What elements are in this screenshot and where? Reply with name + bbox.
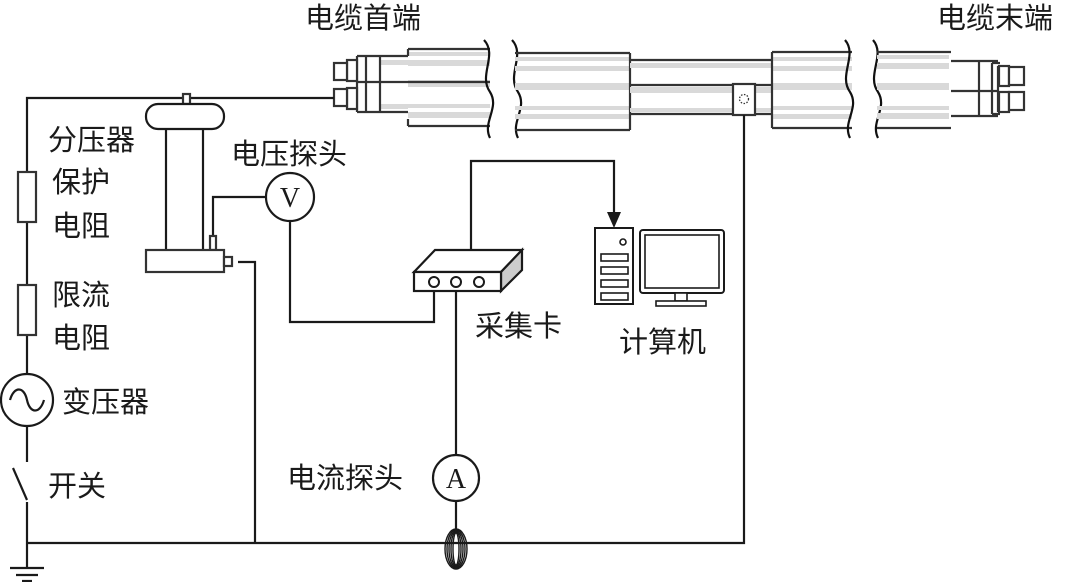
label-transformer: 变压器: [62, 385, 149, 419]
switch-icon: [11, 462, 34, 502]
label-cable-head: 电缆首端: [305, 1, 421, 35]
cable-sensor-box: [731, 82, 757, 117]
divider-lv-terminal-icon: [208, 234, 218, 252]
arrow-icon: [607, 212, 621, 228]
wire-divider-to-vprobe: [211, 195, 266, 235]
voltmeter-symbol: V: [280, 183, 300, 214]
label-voltage-probe: 电压探头: [231, 137, 347, 171]
wire-vprobe-to-daq: [288, 220, 436, 324]
label-cable-end: 电缆末端: [937, 1, 1053, 35]
cable-mid-section-right: [770, 50, 852, 130]
cable-end-termination: [951, 59, 1026, 118]
daq-port-2-icon: [450, 276, 462, 288]
ground-icon: [10, 566, 44, 582]
label-protective-resistor-1: 保护: [52, 165, 110, 199]
transformer-icon: [0, 372, 55, 428]
sensor-coil-icon: [738, 93, 750, 105]
current-coil-icon: [444, 528, 468, 570]
label-current-probe: 电流探头: [287, 461, 403, 495]
wire-daq-to-computer: [469, 159, 616, 251]
cable-head-termination: [332, 54, 408, 114]
daq-card-icon: [411, 247, 525, 294]
cable-head-section: [406, 47, 490, 128]
protective-resistor-icon: [16, 170, 38, 224]
label-daq-card: 采集卡: [475, 309, 562, 343]
cable-break-left-2: [844, 39, 855, 139]
cable-break-left: [483, 39, 495, 139]
label-computer: 计算机: [619, 325, 706, 359]
daq-port-3-icon: [473, 276, 485, 288]
current-limiting-resistor-icon: [16, 283, 38, 337]
ammeter-symbol: A: [446, 464, 467, 495]
label-limiting-resistor-2: 电阻: [52, 321, 110, 355]
cable: [332, 39, 1026, 139]
label-limiting-resistor-1: 限流: [52, 278, 110, 312]
daq-port-1-icon: [428, 276, 440, 288]
divider-output-terminal-icon: [222, 255, 234, 268]
voltmeter-icon: V: [264, 171, 316, 223]
label-switch: 开关: [48, 469, 106, 503]
computer-icon: [594, 227, 725, 307]
divider-base-icon: [144, 248, 226, 274]
voltage-divider: [144, 92, 234, 274]
cable-end-section: [877, 50, 951, 130]
label-divider: 分压器: [48, 123, 135, 157]
cable-break-right-2: [872, 39, 883, 139]
wire-divider-ground: [238, 260, 257, 543]
divider-grading-ring-icon: [144, 102, 226, 131]
wire-ground-bus: [27, 115, 746, 545]
ammeter-icon: A: [431, 453, 481, 503]
cable-mid-section-left: [515, 51, 632, 132]
label-protective-resistor-2: 电阻: [52, 209, 110, 243]
divider-terminal-icon: [181, 92, 192, 106]
